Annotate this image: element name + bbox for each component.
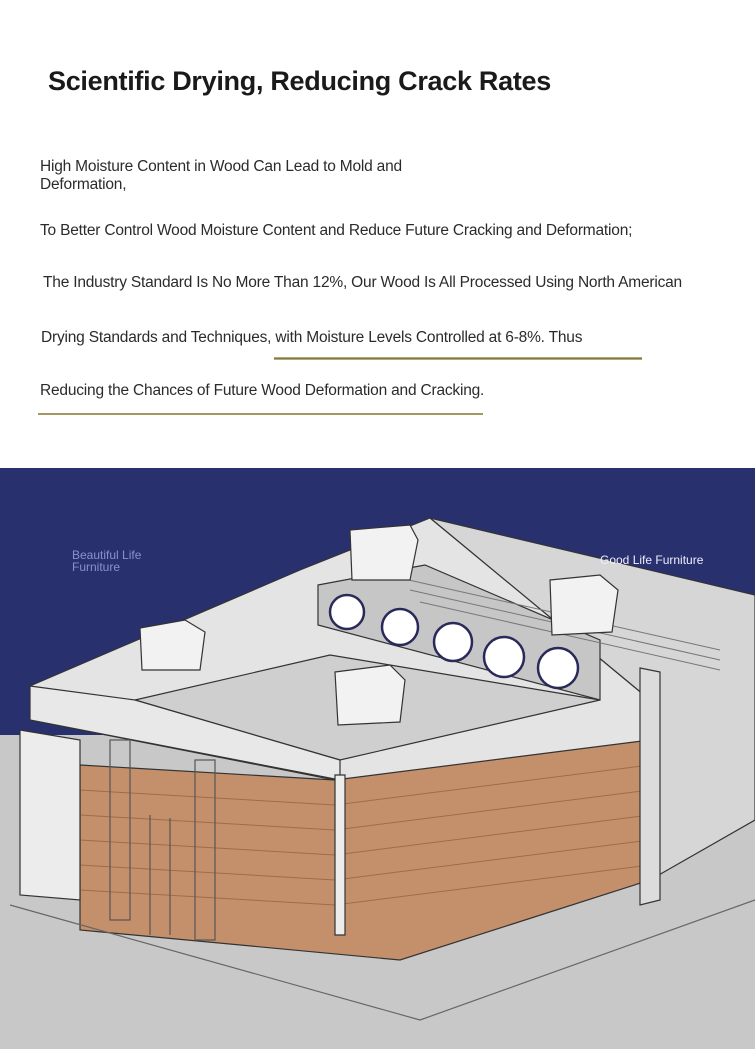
watermark-left: Beautiful Life Furniture [72, 548, 142, 574]
paragraph-4: Drying Standards and Techniques, with Mo… [41, 329, 583, 346]
underline-decoration [274, 357, 642, 360]
underline-decoration [38, 413, 483, 415]
drying-kiln-illustration: Beautiful Life Furniture Good Life Furni… [0, 468, 755, 1049]
paragraph-5: Reducing the Chances of Future Wood Defo… [40, 382, 485, 399]
page-title: Scientific Drying, Reducing Crack Rates [48, 66, 551, 96]
paragraph-1: High Moisture Content in Wood Can Lead t… [40, 158, 402, 193]
fan-icons [328, 593, 580, 690]
paragraph-2: To Better Control Wood Moisture Content … [40, 222, 633, 239]
paragraph-3: The Industry Standard Is No More Than 12… [43, 274, 682, 291]
watermark-right: Good Life Furniture [600, 553, 704, 567]
